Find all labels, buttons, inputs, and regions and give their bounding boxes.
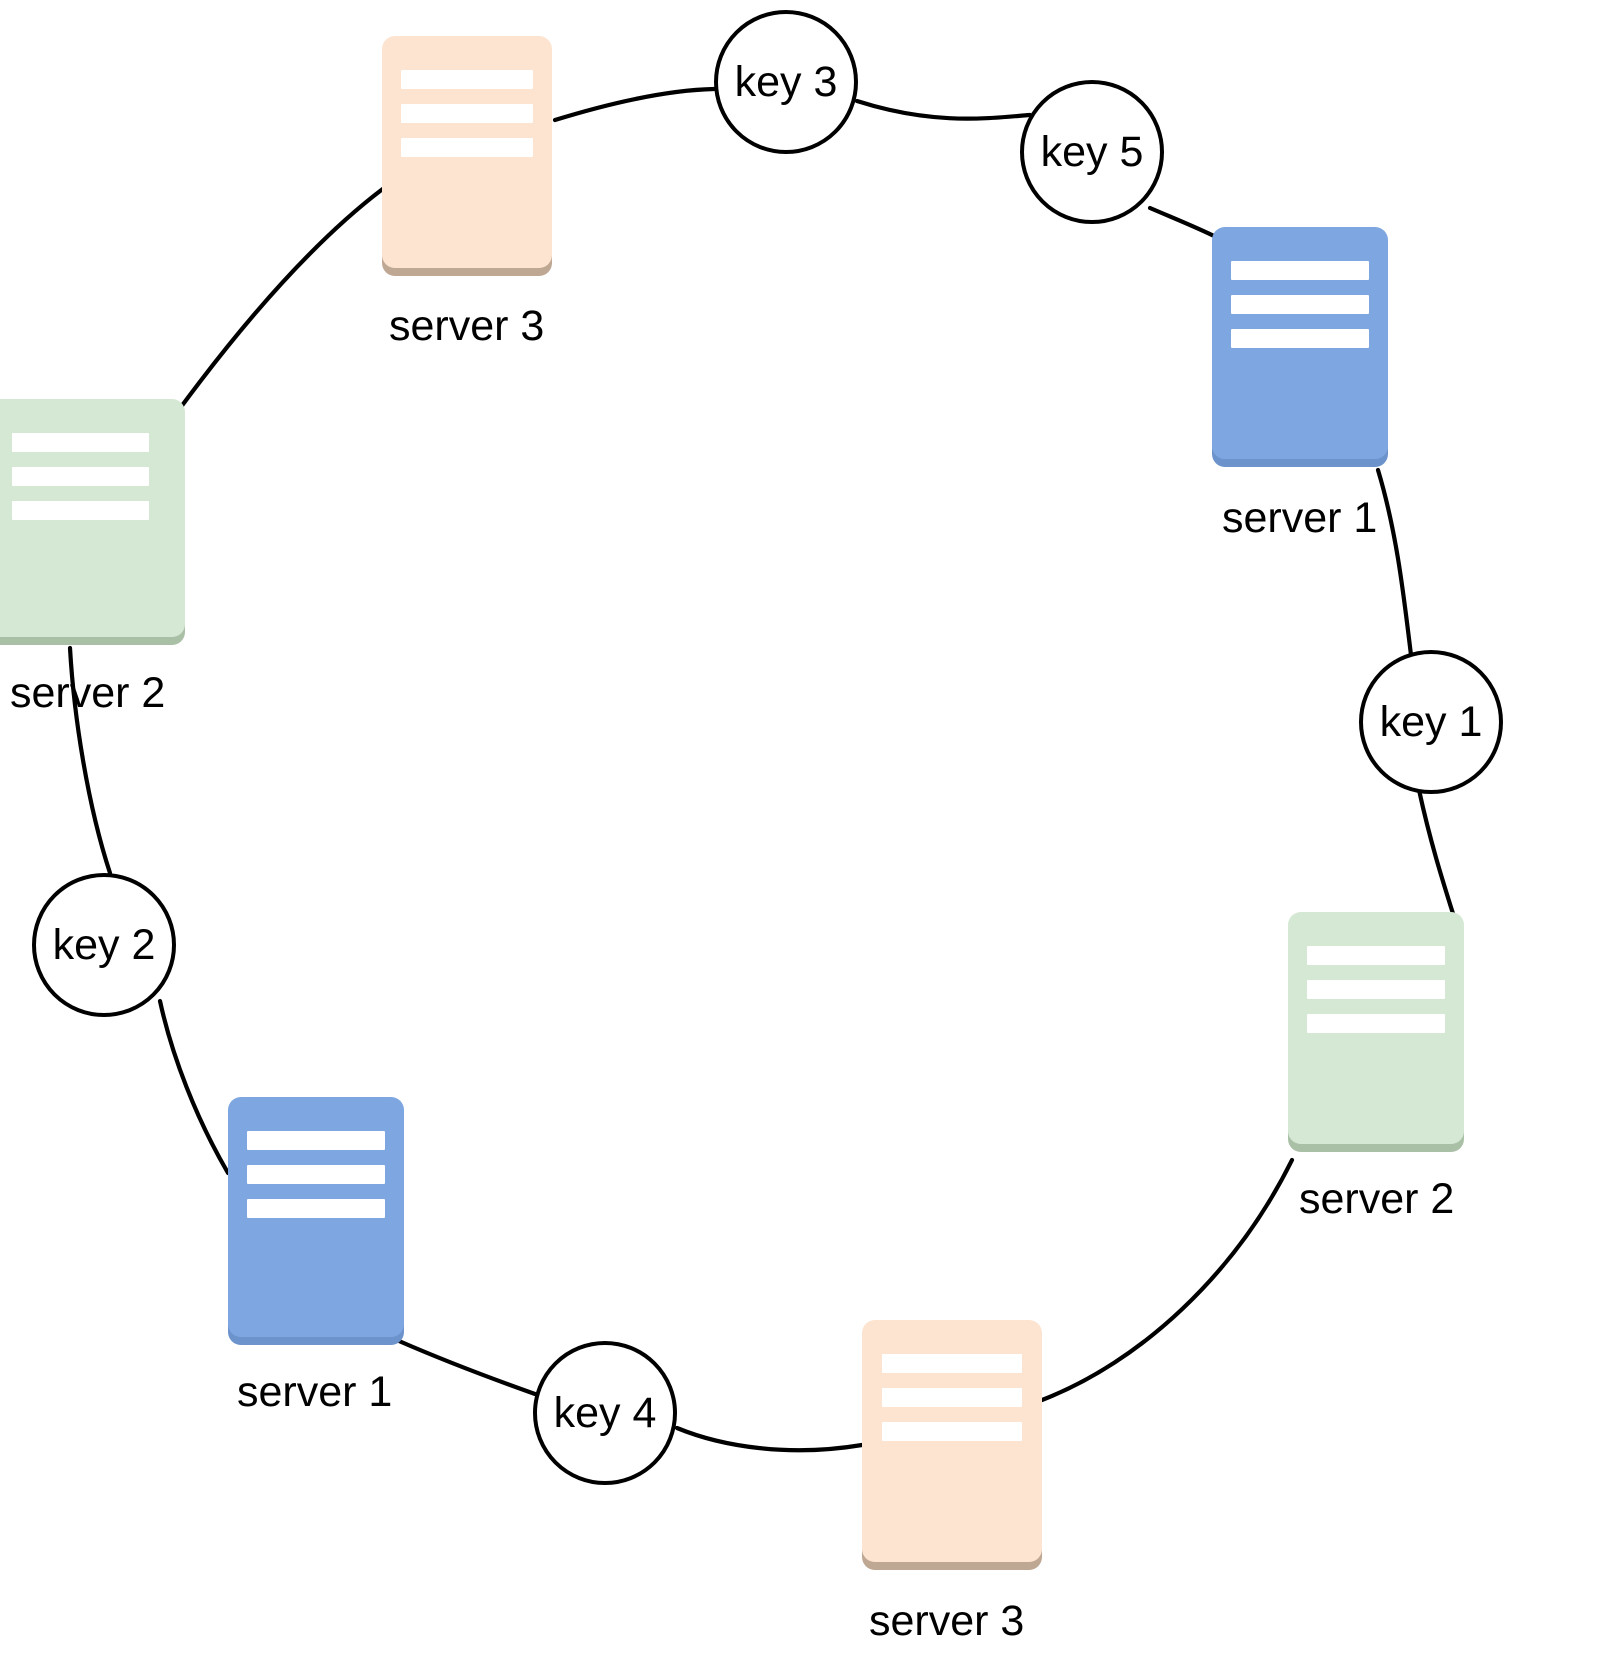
server-rack-line (881, 1422, 1023, 1441)
server-rack-line (400, 104, 534, 123)
server-caption: server 1 (1222, 494, 1378, 542)
server-node[interactable] (382, 36, 552, 276)
key-label: key 5 (1040, 127, 1144, 176)
server-rack-lines (247, 1131, 385, 1218)
server-rack-line (1231, 329, 1369, 348)
arc-key4-server1bottom (396, 1338, 538, 1397)
arc-server1bottom-key2 (157, 998, 231, 1176)
server-rack-lines (1307, 946, 1445, 1033)
server-caption: server 2 (10, 669, 166, 717)
arc-server3top-key3 (552, 86, 717, 123)
server-rack-line (12, 467, 149, 486)
server-rack-line (1307, 1014, 1445, 1033)
server-rack-line (1307, 980, 1445, 999)
key-node[interactable]: key 4 (533, 1341, 677, 1485)
server-rack-line (247, 1199, 385, 1218)
server-rack-lines (1231, 261, 1369, 348)
server-rack-line (12, 433, 149, 452)
server-rack-line (1231, 295, 1369, 314)
server-face (0, 399, 185, 637)
server-face (228, 1097, 404, 1337)
arc-server1right-key1 (1375, 467, 1414, 658)
server-rack-line (12, 501, 149, 520)
server-face (1288, 912, 1464, 1144)
arc-key2-server2left (67, 645, 113, 876)
server-node[interactable] (1288, 912, 1464, 1152)
key-node[interactable]: key 3 (714, 10, 858, 154)
server-rack-line (400, 70, 534, 89)
server-node[interactable] (0, 399, 185, 645)
key-node[interactable]: key 2 (32, 873, 176, 1017)
server-face (382, 36, 552, 268)
server-rack-line (247, 1131, 385, 1150)
server-rack-line (247, 1165, 385, 1184)
server-rack-lines (881, 1354, 1023, 1441)
key-label: key 1 (1379, 697, 1483, 746)
server-caption: server 2 (1299, 1175, 1455, 1223)
server-caption: server 3 (869, 1597, 1025, 1645)
server-rack-line (400, 138, 534, 157)
arc-key5-server1right (1147, 205, 1219, 240)
server-rack-lines (400, 70, 534, 157)
server-rack-line (881, 1354, 1023, 1373)
arc-key3-key5 (854, 98, 1033, 121)
server-caption: server 3 (389, 302, 545, 350)
server-rack-line (881, 1388, 1023, 1407)
arc-key1-server2right (1416, 787, 1458, 923)
server-face (1212, 227, 1388, 459)
server-rack-lines (12, 433, 149, 520)
arc-server3bottom-key4 (674, 1425, 865, 1453)
server-node[interactable] (228, 1097, 404, 1345)
key-node[interactable]: key 1 (1359, 650, 1503, 794)
key-label: key 3 (734, 57, 838, 106)
server-rack-line (1231, 261, 1369, 280)
server-caption: server 1 (237, 1368, 393, 1416)
server-node[interactable] (862, 1320, 1042, 1570)
server-rack-line (1307, 946, 1445, 965)
key-label: key 4 (553, 1388, 657, 1437)
arc-server2right-server3bottom (1039, 1157, 1295, 1403)
server-face (862, 1320, 1042, 1562)
key-label: key 2 (52, 920, 156, 969)
arc-server2left-server3top (175, 185, 387, 414)
key-node[interactable]: key 5 (1020, 80, 1164, 224)
server-node[interactable] (1212, 227, 1388, 467)
